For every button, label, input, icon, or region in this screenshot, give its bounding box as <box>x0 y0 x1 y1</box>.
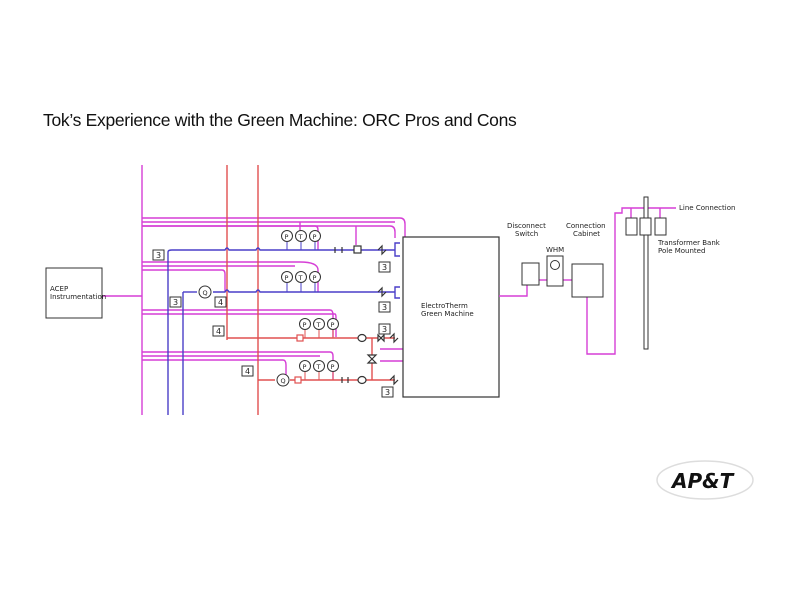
valves <box>294 245 385 385</box>
svg-text:P: P <box>313 274 317 282</box>
svg-text:Q: Q <box>203 289 208 297</box>
svg-text:P: P <box>331 321 335 329</box>
temperature-gauge-label: T <box>298 233 303 241</box>
svg-text:WHM: WHM <box>546 246 564 254</box>
svg-text:4: 4 <box>218 298 223 307</box>
svg-text:T: T <box>298 274 303 282</box>
watt-hour-meter: WHM <box>546 246 564 287</box>
svg-text:Cabinet: Cabinet <box>573 230 600 238</box>
svg-text:Green Machine: Green Machine <box>421 310 474 318</box>
transformer-label: Transformer Bank <box>657 239 721 247</box>
svg-text:T: T <box>316 321 321 329</box>
svg-text:3: 3 <box>385 388 390 397</box>
svg-text:3: 3 <box>156 251 161 260</box>
svg-text:3: 3 <box>382 263 387 272</box>
instrument-group-4: P T P <box>299 360 339 372</box>
svg-text:Q: Q <box>281 377 286 385</box>
svg-text:ACEP: ACEP <box>50 285 68 293</box>
svg-text:Instrumentation: Instrumentation <box>50 293 106 301</box>
svg-text:3: 3 <box>382 325 387 334</box>
svg-text:P: P <box>303 321 307 329</box>
svg-text:T: T <box>316 363 321 371</box>
svg-text:4: 4 <box>245 367 250 376</box>
apt-logo: AP&T <box>656 460 754 500</box>
svg-text:Switch: Switch <box>515 230 538 238</box>
svg-text:Connection: Connection <box>566 222 606 230</box>
transformer-label-2: Pole Mounted <box>658 247 705 255</box>
instrument-group-3: P T P <box>299 318 339 330</box>
line-connection-label: Line Connection <box>679 204 735 212</box>
cooling-lines <box>167 242 400 415</box>
acep-instrumentation-box: ACEP Instrumentation <box>45 267 106 319</box>
svg-text:P: P <box>303 363 307 371</box>
flow-meter-cooling: Q <box>198 285 212 299</box>
green-machine-box: ElectroTherm Green Machine <box>402 236 500 398</box>
pressure-gauge-label: P <box>285 233 289 241</box>
transformer-bank <box>625 217 667 236</box>
flow-meter-hot: Q <box>276 373 290 387</box>
disconnect-switch: Disconnect Switch <box>507 222 546 286</box>
svg-text:P: P <box>331 363 335 371</box>
detail-tags <box>152 249 394 398</box>
signal-bus <box>102 165 406 415</box>
logo-text: AP&T <box>670 469 735 493</box>
hot-water-lines <box>226 165 395 415</box>
pressure-gauge-label: P <box>313 233 317 241</box>
svg-text:3: 3 <box>173 298 178 307</box>
connection-cabinet: Connection Cabinet <box>566 222 606 298</box>
utility-pole <box>643 196 649 350</box>
svg-text:4: 4 <box>216 327 221 336</box>
detail-tag-labels: 3 3 4 4 4 3 3 3 3 <box>156 251 390 397</box>
check-valves <box>377 244 399 386</box>
svg-text:Disconnect: Disconnect <box>507 222 546 230</box>
svg-text:P: P <box>285 274 289 282</box>
instrument-group-1: P T P <box>281 230 321 242</box>
slide-title: Tok’s Experience with the Green Machine:… <box>43 110 517 130</box>
svg-text:3: 3 <box>382 303 387 312</box>
svg-text:ElectroTherm: ElectroTherm <box>421 302 468 310</box>
instrument-group-2: P T P <box>281 271 321 283</box>
